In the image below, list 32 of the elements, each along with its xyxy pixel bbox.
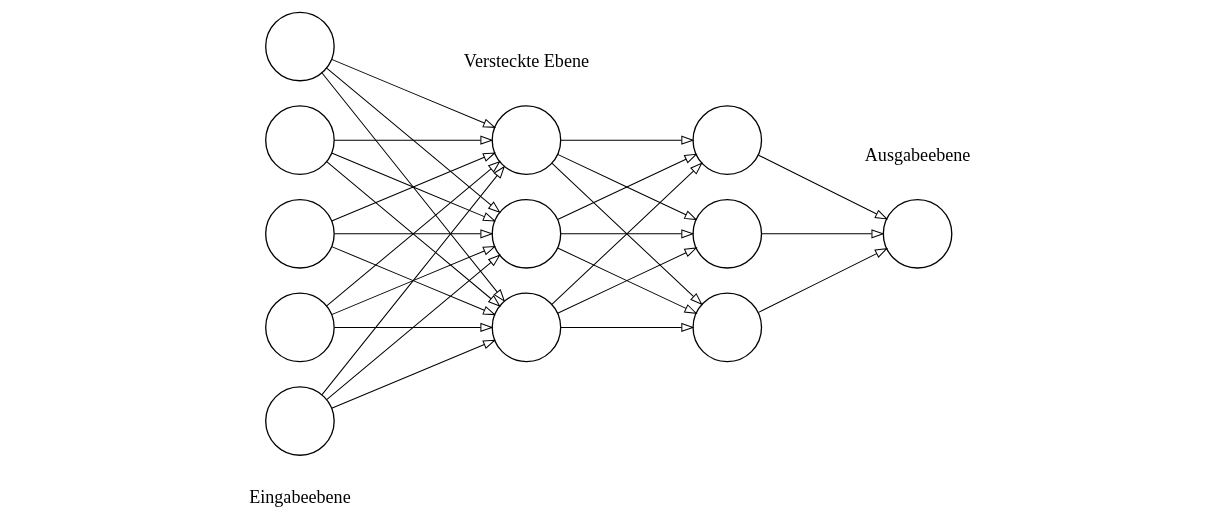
arrow xyxy=(334,322,494,332)
node-circle xyxy=(265,386,335,456)
arrow xyxy=(334,229,494,239)
node-circle xyxy=(491,198,562,269)
arrow xyxy=(331,339,497,409)
arrow xyxy=(560,229,695,239)
arrow xyxy=(321,72,506,303)
arrow xyxy=(557,247,698,314)
arrow xyxy=(326,67,501,214)
arrow xyxy=(758,154,889,220)
arrow xyxy=(761,229,885,239)
node-circle xyxy=(265,198,335,269)
arrow xyxy=(331,58,497,128)
node-circle xyxy=(692,198,763,269)
label: Eingabeebene xyxy=(249,487,351,507)
arrow xyxy=(331,152,497,222)
node-circle xyxy=(491,292,562,363)
arrow xyxy=(758,247,889,313)
arrow xyxy=(334,135,494,145)
arrow xyxy=(557,153,698,221)
label: Ausgabeebene xyxy=(864,144,971,165)
arrow xyxy=(560,135,695,145)
node-circle xyxy=(265,292,335,363)
arrow xyxy=(331,246,497,316)
node-circle xyxy=(882,198,953,269)
node-circle xyxy=(265,105,335,176)
node-circle xyxy=(265,11,335,82)
node-circle xyxy=(491,105,562,176)
label: Versteckte Ebene xyxy=(463,51,590,72)
arrow xyxy=(560,322,695,332)
arrow xyxy=(326,254,501,401)
arrow xyxy=(321,165,506,396)
